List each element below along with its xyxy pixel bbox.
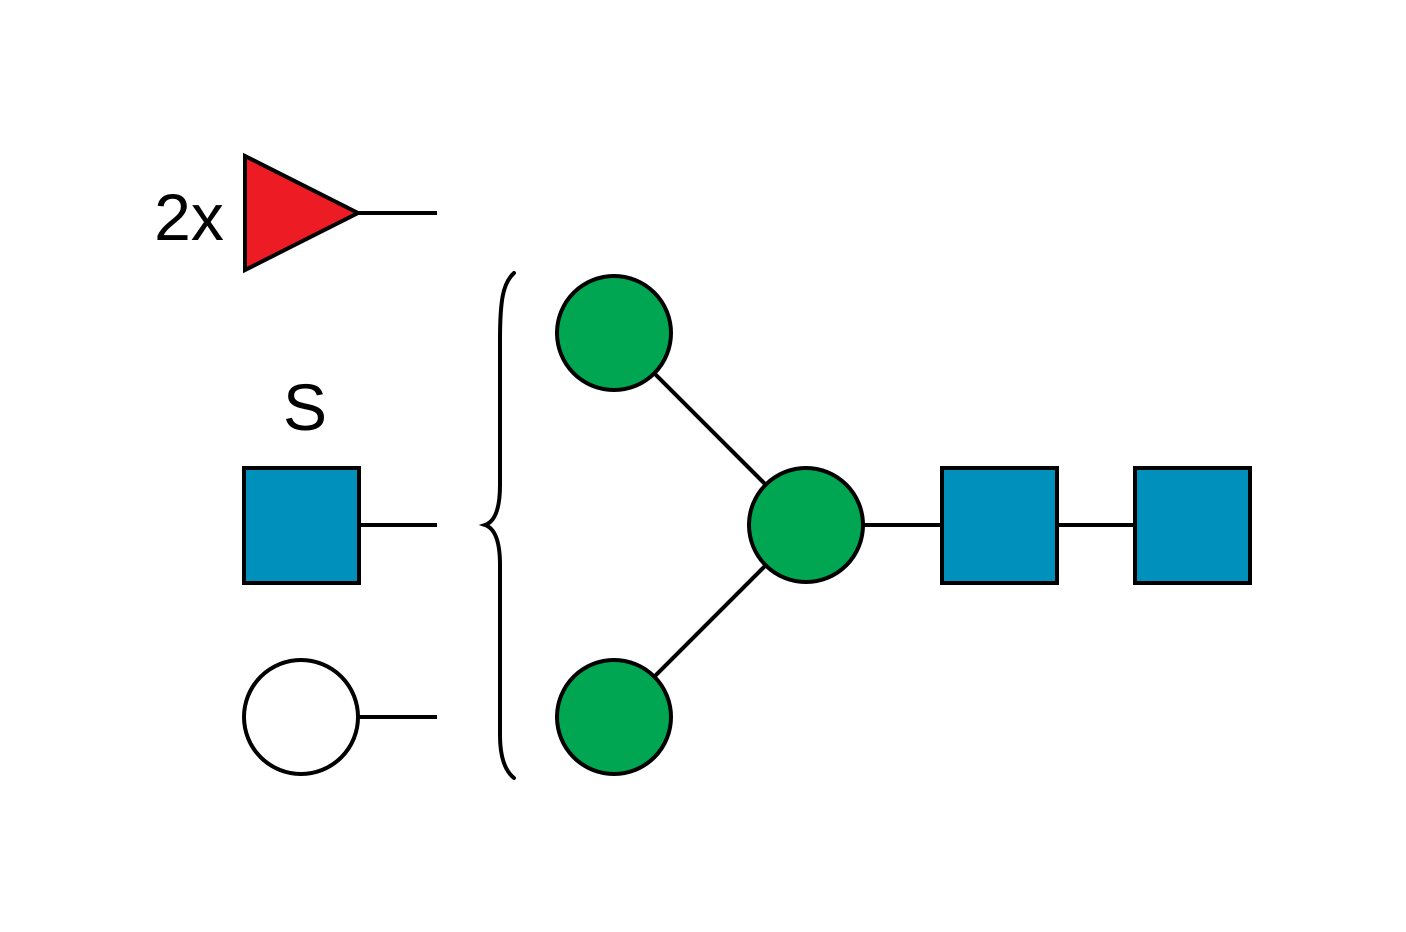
glcnac-reducing-end-square-icon xyxy=(1133,466,1252,585)
fucose-multiplier-label: 2x xyxy=(154,180,224,254)
mannose-branch-circle-icon xyxy=(747,466,865,584)
glcnac-substituent-square-icon xyxy=(242,466,361,585)
glcnac-middle-square-icon xyxy=(940,466,1059,585)
sulfate-modification-label: S xyxy=(283,370,327,444)
curly-brace-icon xyxy=(478,271,516,780)
fucose-triangle-icon xyxy=(243,152,363,274)
mannose-top-circle-icon xyxy=(555,274,673,392)
unknown-hexose-circle-icon xyxy=(242,658,360,776)
mannose-bottom-circle-icon xyxy=(555,658,673,776)
